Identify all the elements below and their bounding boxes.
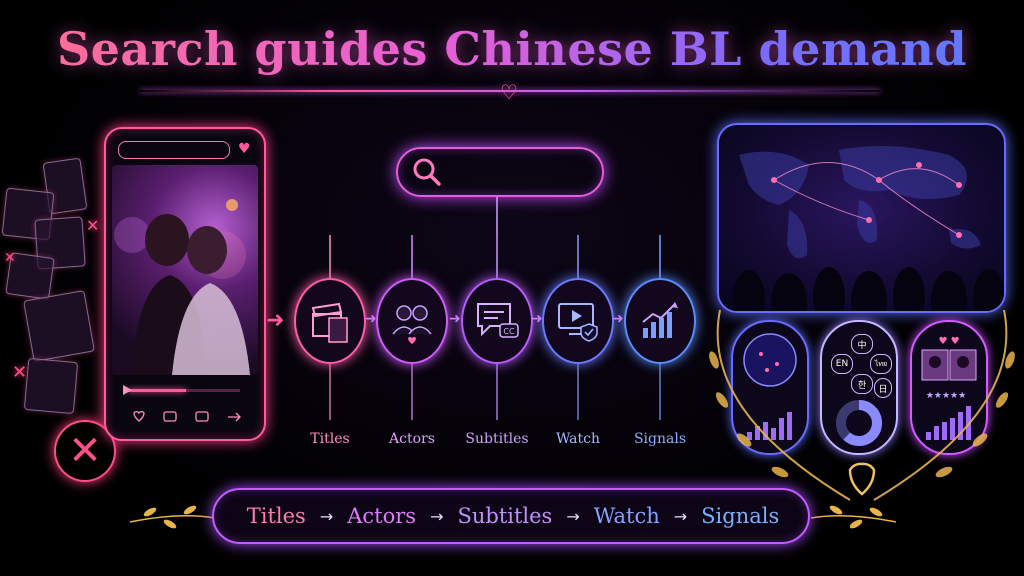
banner-step-titles: Titles	[246, 504, 306, 528]
page-title: Search guides Chinese BL demand	[0, 22, 1024, 76]
video-progress-fill	[128, 389, 186, 392]
flow-node-titles	[294, 278, 366, 364]
x-icon: ✕	[12, 362, 28, 383]
heart-icon: ♡	[500, 80, 518, 104]
banner-step-watch: Watch	[593, 504, 660, 528]
banner-arrow: →	[566, 506, 580, 526]
watch-screen-icon	[558, 303, 598, 342]
gold-laurel-decoration	[709, 309, 1015, 501]
search-icon	[413, 158, 441, 186]
gold-flourish-right	[810, 505, 897, 529]
phone-actions-row	[133, 411, 241, 422]
fans-mini-panel: ♥ ♥ ★★★★★	[910, 320, 988, 455]
banner-step-actors: Actors	[347, 504, 417, 528]
globe-icon	[743, 333, 797, 440]
x-icon: ✕	[4, 250, 16, 266]
svg-text:♥ ♥: ♥ ♥	[938, 336, 959, 347]
node-label-subtitles: Subtitles	[465, 431, 529, 447]
languages-mini-panel: 中 EN ไทย 한 日	[820, 320, 898, 455]
node-label-signals: Signals	[633, 431, 687, 447]
phone-search-bar	[118, 141, 230, 159]
flow-summary-banner: Titles → Actors → Subtitles → Watch → Si…	[212, 488, 810, 544]
phone-mockup: ♥	[104, 127, 266, 441]
signals-chart-icon	[642, 302, 678, 338]
banner-arrow: →	[673, 506, 688, 526]
search-bar[interactable]	[396, 147, 604, 197]
banner-arrow: →	[430, 506, 444, 526]
flow-arrow: ➜	[531, 311, 543, 327]
flow-arrow: ➜	[266, 308, 285, 333]
svg-text:CC: CC	[503, 327, 515, 336]
drama-still-image	[112, 165, 258, 375]
clapperboard-icon	[311, 302, 348, 343]
flow-node-watch	[542, 278, 614, 364]
flow-arrow: ➜	[612, 311, 624, 327]
gold-flourish-left	[129, 505, 216, 529]
x-icon: ✕	[86, 216, 100, 235]
reject-x-icon: ✕	[54, 420, 116, 482]
language-chip: 한	[851, 374, 873, 394]
banner-arrow: →	[319, 506, 334, 526]
title-divider	[140, 90, 880, 92]
heart-icon: ♥	[238, 141, 251, 157]
flow-arrow: ➜	[449, 311, 461, 327]
language-chip: 中	[851, 334, 873, 354]
flow-node-signals	[624, 278, 696, 364]
subtitles-icon: CC	[477, 303, 519, 338]
banner-step-subtitles: Subtitles	[457, 504, 553, 528]
banner-step-signals: Signals	[701, 504, 780, 528]
play-icon	[123, 385, 132, 395]
world-map-panel	[717, 123, 1006, 313]
node-label-titles: Titles	[310, 431, 350, 447]
flow-arrow: ➜	[365, 311, 377, 327]
language-chip: ไทย	[870, 354, 892, 374]
language-chip: 日	[874, 378, 892, 398]
actors-icon	[392, 305, 432, 344]
donut-chart-icon	[836, 400, 882, 446]
svg-text:★★★★★: ★★★★★	[926, 391, 966, 401]
language-chip: EN	[831, 354, 853, 374]
node-label-watch: Watch	[555, 431, 600, 447]
globe-mini-panel	[731, 320, 809, 455]
flow-node-subtitles: CC	[461, 278, 533, 364]
node-label-actors: Actors	[389, 431, 435, 447]
flow-node-actors	[376, 278, 448, 364]
